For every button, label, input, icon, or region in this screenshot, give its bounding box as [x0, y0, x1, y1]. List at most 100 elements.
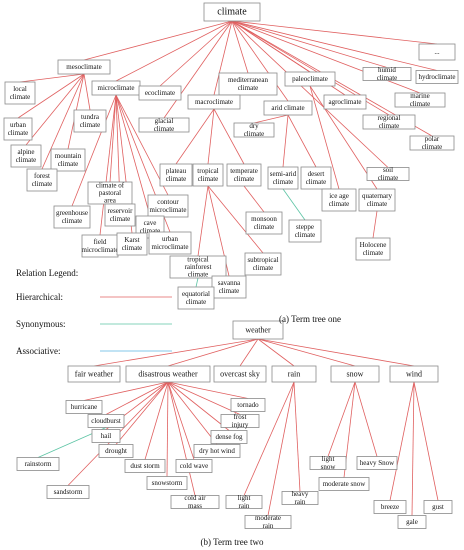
- legend-title: Relation Legend:: [16, 268, 78, 278]
- node-label-hurricane: hurricane: [71, 403, 97, 411]
- legend-hierarchical-label: Hierarchical:: [16, 292, 63, 302]
- edge-weather-wind: [257, 338, 415, 367]
- node-dots: ...: [418, 43, 456, 61]
- caption-tree-two: (b) Term tree two: [201, 537, 264, 547]
- node-label-mesoclimate: mesoclimate: [66, 63, 101, 71]
- node-sandstorm: sandstorm: [46, 485, 90, 499]
- node-label-rainstorm: rainstorm: [25, 460, 52, 468]
- edge-climate-arid: [231, 20, 289, 102]
- edge-mesoclimate-local: [19, 73, 85, 83]
- edge-climate-marine: [231, 20, 421, 94]
- edge-macroclimate-plateau: [175, 108, 215, 165]
- edge-disastrous-frost: [167, 381, 241, 415]
- node-mesoclimate: mesoclimate: [57, 59, 111, 75]
- node-disastrous: disastrous weather: [125, 365, 211, 383]
- legend: Relation Legend: Hierarchical: Synonymou…: [16, 268, 172, 356]
- edge-climate-ecoclimate: [159, 20, 233, 87]
- edge-disastrous-dryhot: [167, 381, 218, 445]
- node-snowstorm: snowstorm: [146, 476, 188, 490]
- node-arid: arid climate: [263, 100, 313, 116]
- node-cloudburst: cloudburst: [87, 414, 125, 428]
- node-coldwave: cold wave: [175, 459, 213, 473]
- edge-mesoclimate-urban: [17, 73, 85, 119]
- node-label-dots: ...: [434, 48, 440, 56]
- node-label-breeze: breeze: [381, 503, 399, 511]
- node-label-overcast: overcast sky: [220, 370, 260, 379]
- edge-microclimate-contour: [115, 94, 169, 196]
- node-climate: climate: [203, 2, 261, 22]
- edge-climate-humid: [231, 20, 388, 68]
- node-label-snowstorm: snowstorm: [152, 479, 183, 487]
- edge-microclimate-field: [99, 94, 117, 236]
- edge-disastrous-densefog: [167, 381, 230, 431]
- node-moderatesnow: moderate snow: [318, 477, 370, 491]
- node-label-coldwave: cold wave: [180, 462, 209, 470]
- node-label-climate: climate: [217, 7, 247, 18]
- node-label-sandstorm: sandstorm: [54, 488, 83, 496]
- node-hail: hail: [91, 429, 121, 443]
- edge-mesoclimate-alpine: [25, 73, 85, 146]
- edge-climate-mesoclimate: [83, 20, 233, 61]
- edge-disastrous-coldair: [167, 381, 196, 496]
- node-microclimate: microclimate: [91, 80, 141, 96]
- edge-climate-hydroclimate: [231, 20, 438, 71]
- node-dryhot: dry hot wind: [193, 444, 241, 458]
- legend-synonymous-label: Synonymous:: [16, 319, 66, 329]
- node-label-gust: gust: [432, 503, 444, 511]
- node-label-fair: fair weather: [75, 370, 114, 379]
- node-fair: fair weather: [67, 365, 121, 383]
- node-macroclimate: macroclimate: [187, 94, 241, 110]
- node-gale: gale: [397, 515, 427, 529]
- node-paleoclimate: paleoclimate: [284, 71, 336, 87]
- edge-tropical-rainforest: [197, 185, 209, 257]
- node-drought: drought: [98, 444, 134, 458]
- nodes: climatemesoclimatemicroclimateecoclimate…: [3, 2, 459, 530]
- edge-rainforest-equatorial: [195, 277, 199, 288]
- edge-disastrous-duststorm: [144, 381, 169, 460]
- edge-climate-soil: [231, 20, 389, 168]
- node-snow: snow: [330, 365, 380, 383]
- caption-tree-one: (a) Term tree one: [279, 314, 341, 324]
- node-label-heavysnow: heavy Snow: [360, 459, 395, 467]
- node-gust: gust: [423, 500, 453, 514]
- edge-microclimate-cave: [115, 94, 151, 217]
- edge-macroclimate-temperate: [213, 108, 245, 165]
- edge-mesoclimate-tundra: [83, 73, 91, 111]
- edge-weather-disastrous: [167, 338, 259, 367]
